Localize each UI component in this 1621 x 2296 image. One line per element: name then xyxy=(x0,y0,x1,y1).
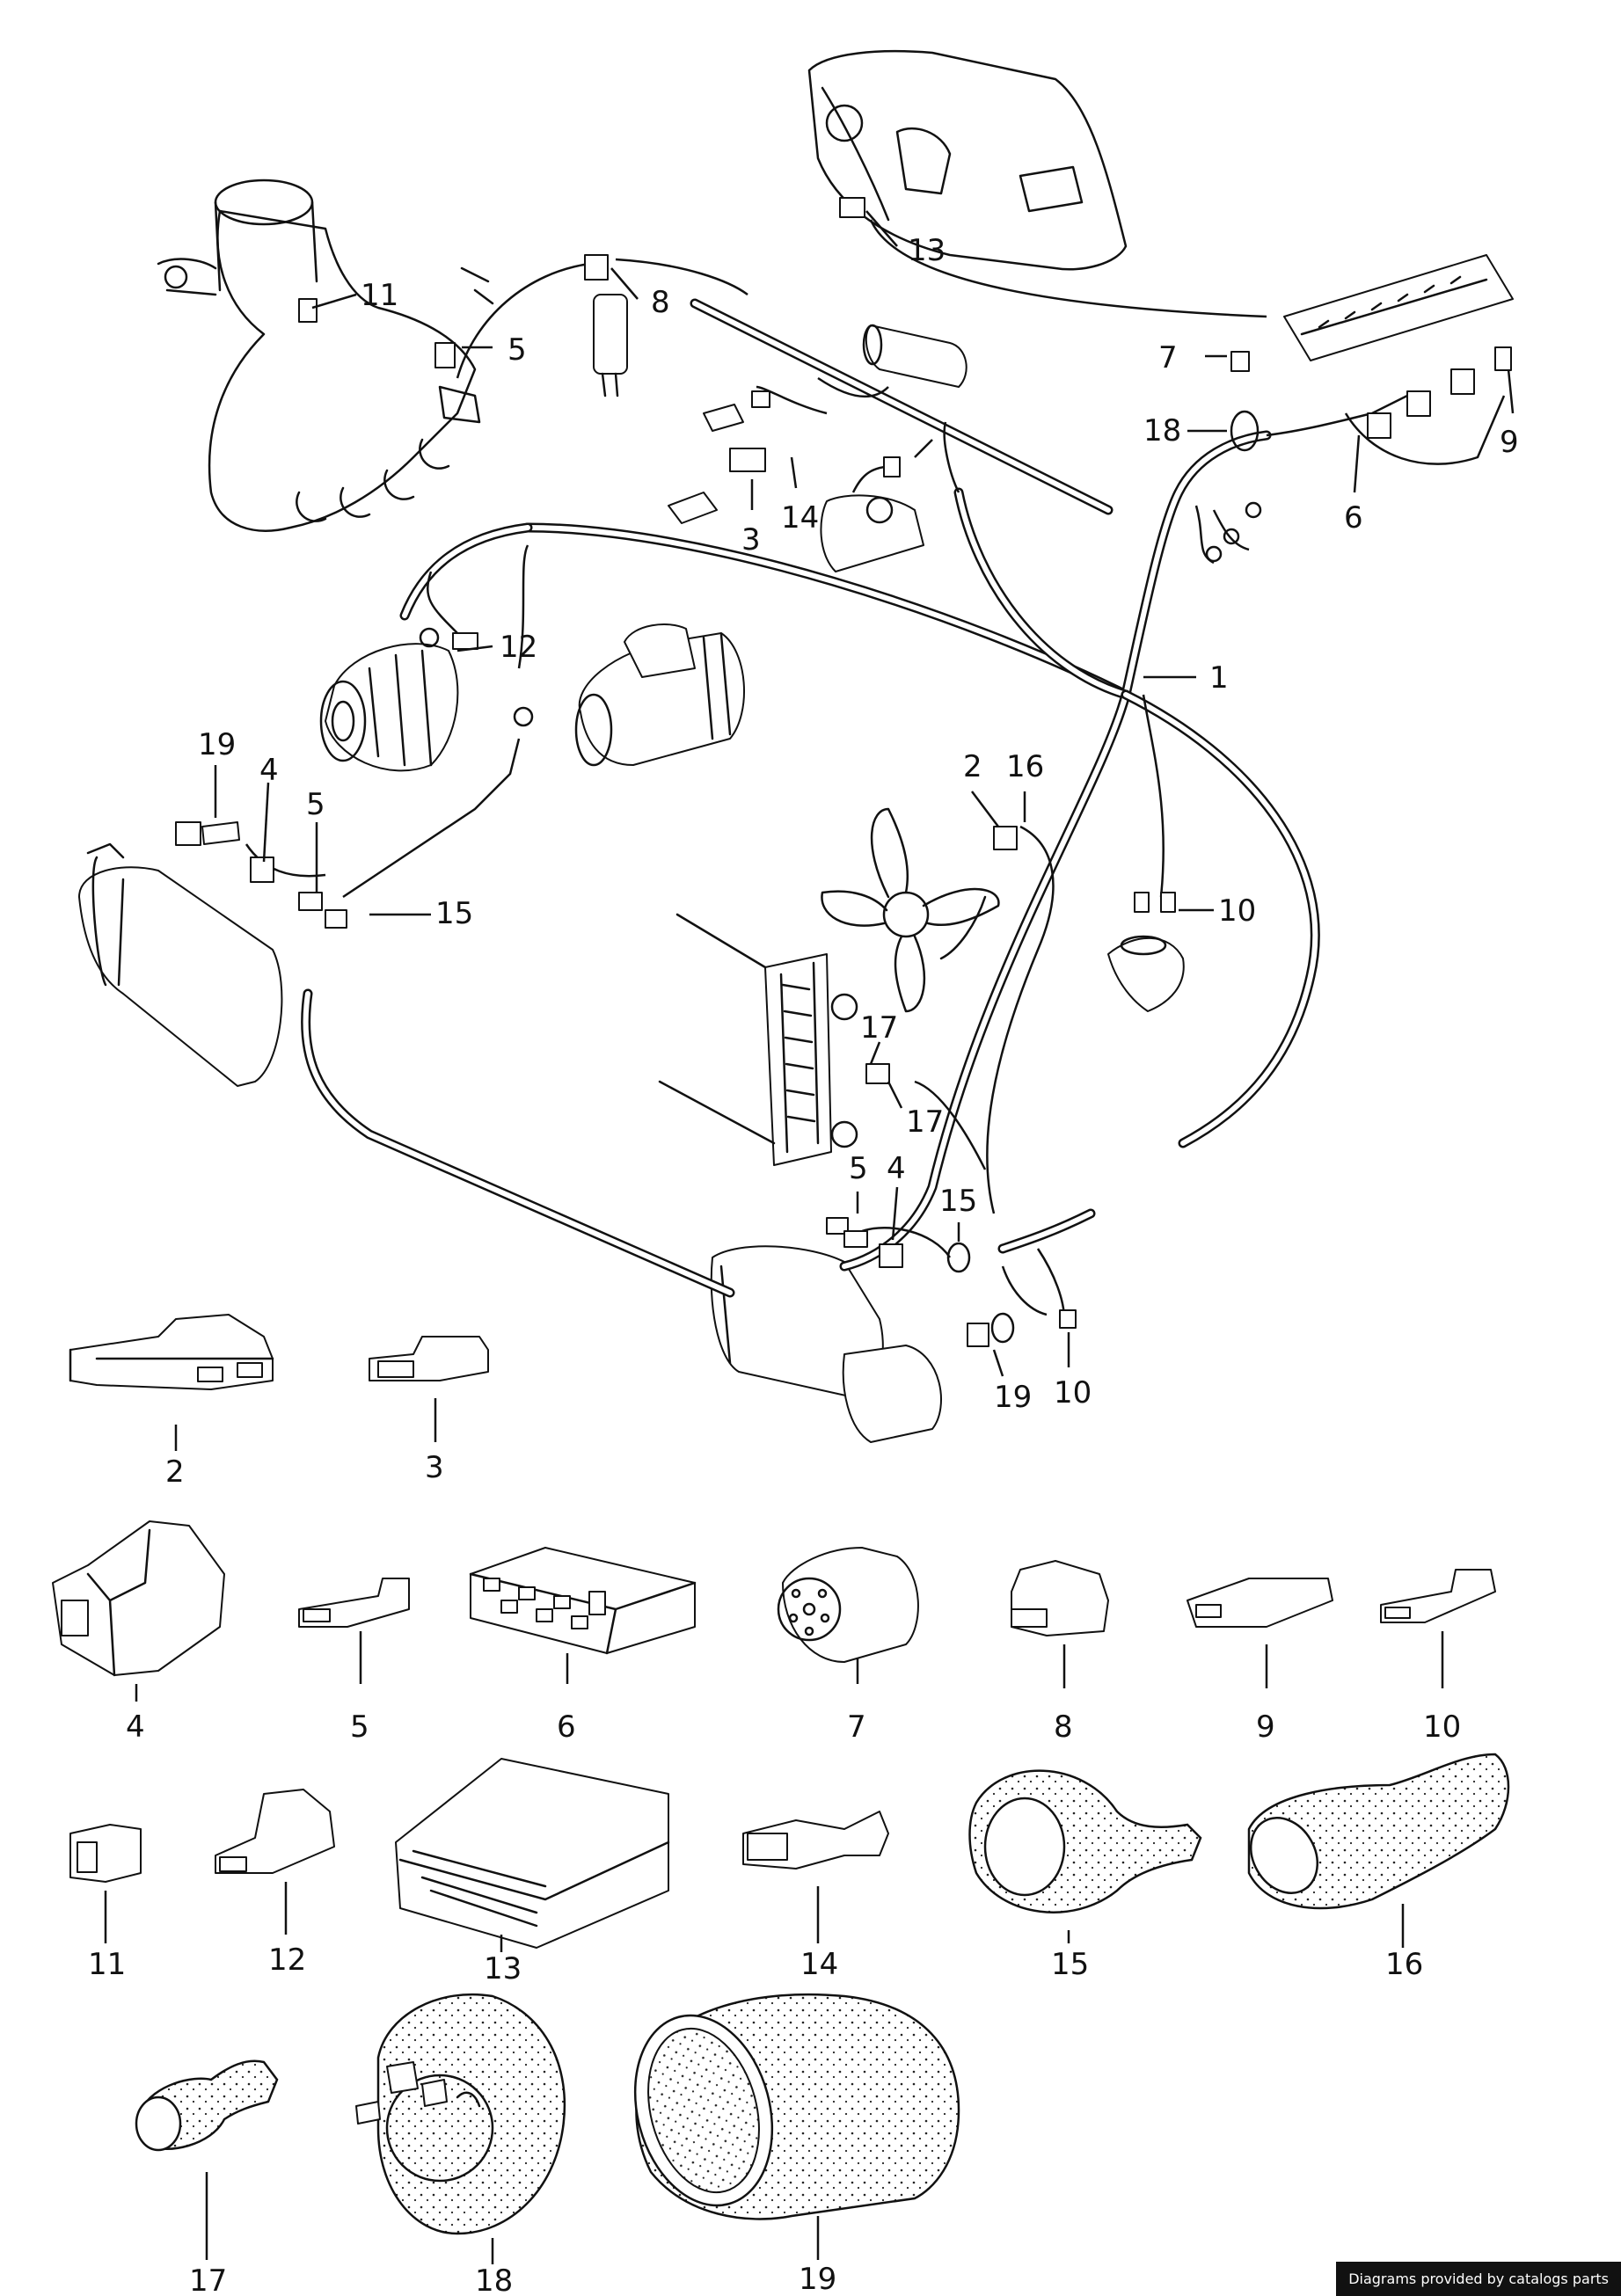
callout-5: 5 xyxy=(350,1709,369,1745)
callout-17: 17 xyxy=(906,1104,944,1140)
leader-lines xyxy=(214,210,1515,1377)
callout-16: 16 xyxy=(1006,749,1044,784)
callout-2: 2 xyxy=(165,1454,185,1490)
callout-5: 5 xyxy=(849,1151,868,1186)
part-12-connector xyxy=(215,1789,335,1935)
callout-3: 3 xyxy=(741,522,761,558)
headlamp-left xyxy=(78,842,283,1087)
part-17-grommet xyxy=(135,2059,279,2260)
part-3-connector xyxy=(369,1336,489,1442)
callout-4: 4 xyxy=(126,1709,145,1745)
part-6-connector xyxy=(469,1547,697,1684)
callout-9: 9 xyxy=(1500,425,1519,460)
callout-18: 18 xyxy=(1143,413,1181,448)
callout-7: 7 xyxy=(1158,340,1178,375)
ignition-coil xyxy=(862,324,967,388)
part-2-connector xyxy=(69,1314,274,1451)
part-16-boot xyxy=(1247,1753,1510,1948)
part-15-grommet xyxy=(968,1769,1202,1943)
callout-17: 17 xyxy=(189,2263,227,2296)
part-4-connector xyxy=(52,1520,225,1702)
part-18-grommet xyxy=(355,1993,566,2264)
intake-manifold xyxy=(157,179,481,532)
part-19-boot xyxy=(633,1993,960,2260)
horn xyxy=(1107,935,1185,1012)
part-14-plug xyxy=(742,1811,889,1943)
callout-4: 4 xyxy=(259,753,279,788)
callout-19: 19 xyxy=(198,727,236,762)
callout-1: 1 xyxy=(1209,660,1229,696)
cooling-fan xyxy=(821,807,1000,1013)
callout-10: 10 xyxy=(1218,893,1256,929)
part-11-connector xyxy=(69,1824,142,1943)
part-13-connector xyxy=(395,1758,670,1952)
fuse-box xyxy=(1283,254,1514,361)
callout-14: 14 xyxy=(781,500,819,536)
credit-footer: Diagrams provided by catalogs parts xyxy=(1336,2262,1621,2296)
callout-15: 15 xyxy=(1051,1947,1089,1982)
part-5-connector xyxy=(298,1578,410,1684)
alternator xyxy=(319,643,459,772)
headlamp-right xyxy=(710,1245,942,1443)
harness-connectors xyxy=(175,197,1512,1347)
part-8-connector xyxy=(1011,1560,1109,1688)
callout-13: 13 xyxy=(484,1951,522,1986)
callout-10: 10 xyxy=(1423,1709,1461,1745)
callout-10: 10 xyxy=(1054,1375,1092,1410)
part-9-connector xyxy=(1187,1578,1333,1688)
part-7-socket xyxy=(777,1547,919,1684)
callout-11: 11 xyxy=(88,1947,126,1982)
callout-13: 13 xyxy=(908,233,946,268)
thin-wires xyxy=(245,219,1506,1320)
callout-12: 12 xyxy=(268,1942,306,1978)
callout-6: 6 xyxy=(557,1709,576,1745)
callout-19: 19 xyxy=(994,1380,1032,1415)
callout-3: 3 xyxy=(425,1450,444,1485)
callout-14: 14 xyxy=(800,1947,838,1982)
main-wiring-harness xyxy=(301,298,1320,1298)
callout-15: 15 xyxy=(939,1184,977,1219)
callout-9: 9 xyxy=(1256,1709,1275,1745)
callout-5: 5 xyxy=(306,787,325,822)
callout-12: 12 xyxy=(500,630,537,665)
radiator xyxy=(658,913,858,1166)
callout-15: 15 xyxy=(435,896,473,931)
callout-6: 6 xyxy=(1344,500,1363,536)
callout-8: 8 xyxy=(1054,1709,1073,1745)
callout-4: 4 xyxy=(887,1151,906,1186)
callout-5: 5 xyxy=(507,332,527,368)
callout-17: 17 xyxy=(860,1010,898,1046)
callout-19: 19 xyxy=(799,2262,836,2296)
callout-11: 11 xyxy=(361,278,398,313)
callout-labels: 1 2 3 4 5 5 5 4 6 7 8 9 10 10 11 12 13 1… xyxy=(88,233,1519,2296)
starter-motor xyxy=(574,623,745,767)
callout-16: 16 xyxy=(1385,1947,1423,1982)
part-10-connector xyxy=(1380,1569,1496,1688)
callout-8: 8 xyxy=(651,285,670,320)
callout-7: 7 xyxy=(847,1709,866,1745)
callout-2: 2 xyxy=(963,749,982,784)
instrument-cluster xyxy=(807,49,1128,271)
callout-18: 18 xyxy=(475,2263,513,2296)
